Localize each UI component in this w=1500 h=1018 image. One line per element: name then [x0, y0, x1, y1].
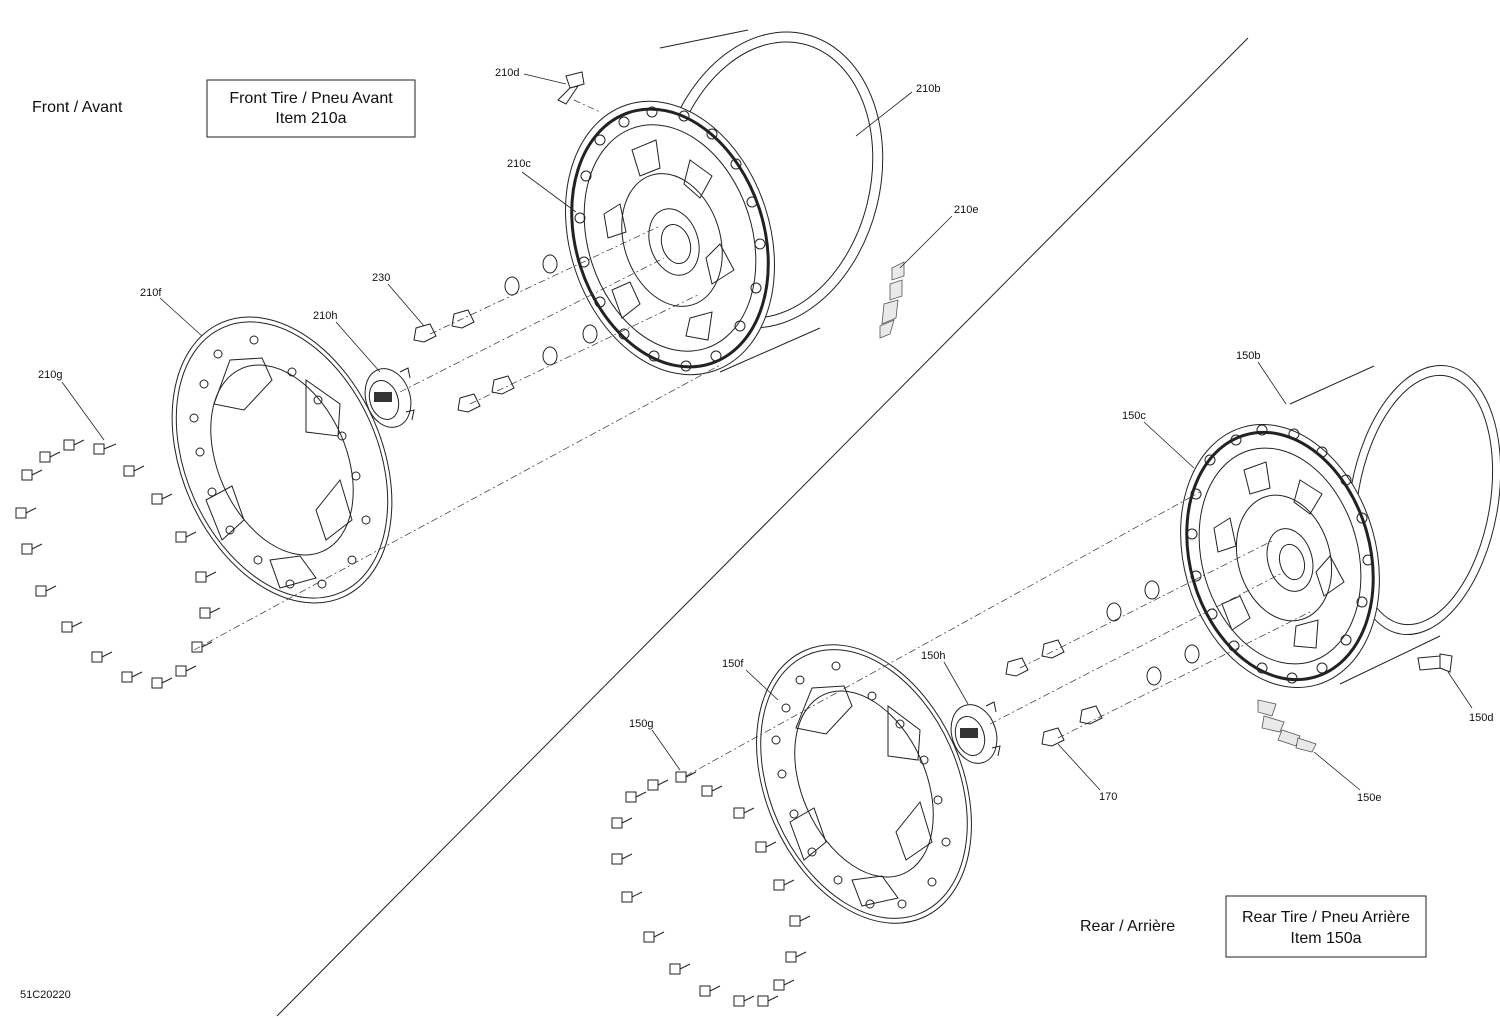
callout-210g-text: 210g: [38, 369, 62, 381]
rear-tire-box-line1: Rear Tire / Pneu Arrière: [1242, 909, 1410, 926]
section-divider-line: [276, 37, 1249, 1017]
callout-150g-text: 150g: [629, 718, 653, 730]
callout-150c: 150c: [1122, 410, 1195, 469]
callout-210c: 210c: [507, 158, 577, 213]
callout-150h: 150h: [921, 650, 969, 705]
callout-210f: 210f: [140, 287, 203, 337]
rear-wheel-rim: [1180, 364, 1500, 688]
front-valve-stem: [557, 71, 585, 105]
front-ring-bolts: [15, 439, 221, 689]
callout-150e-text: 150e: [1357, 792, 1381, 804]
callout-210d: 210d: [495, 67, 567, 85]
rear-ring-bolt-holes: [771, 661, 951, 909]
front-center-cap: [364, 367, 415, 428]
front-assembly-lines: [193, 99, 723, 651]
callout-150h-text: 150h: [921, 650, 945, 662]
rear-rim-spoke-windows: [1213, 461, 1345, 649]
front-rim-spoke-windows: [603, 139, 735, 341]
rear-assembly-lines: [685, 491, 1311, 777]
callout-210c-text: 210c: [507, 158, 531, 170]
callout-150f: 150f: [722, 658, 779, 701]
front-ring-bolt-holes: [189, 335, 371, 589]
callout-210d-text: 210d: [495, 67, 519, 79]
front-section-label: Front / Avant: [32, 99, 123, 116]
callout-170-text: 170: [1099, 791, 1117, 803]
callout-210h-text: 210h: [313, 310, 337, 322]
front-beadlock-ring: [171, 316, 393, 604]
callout-210g: 210g: [38, 369, 105, 441]
callout-150d-text: 150d: [1469, 712, 1493, 724]
callout-210b-text: 210b: [916, 83, 940, 95]
front-tire-box-line1: Front Tire / Pneu Avant: [229, 90, 393, 107]
rear-rim-bolt-holes: [1186, 424, 1374, 684]
callout-150e: 150e: [1313, 751, 1381, 804]
rear-ring-bolts: [611, 771, 811, 1007]
callout-150b-text: 150b: [1236, 350, 1260, 362]
front-tire-box-line2: Item 210a: [275, 110, 346, 127]
callout-210e: 210e: [899, 204, 978, 269]
callout-210h: 210h: [313, 310, 381, 373]
rear-center-cap: [950, 701, 1001, 764]
callout-150f-text: 150f: [722, 658, 744, 670]
rear-tire-box-line2: Item 150a: [1290, 930, 1361, 947]
front-rim-bolt-holes: [574, 106, 766, 372]
drawing-number: 51C20220: [20, 989, 71, 1001]
callout-150g: 150g: [629, 718, 681, 771]
front-lug-nuts: [413, 254, 598, 413]
callout-210e-text: 210e: [954, 204, 978, 216]
rear-beadlock-ring: [756, 644, 972, 924]
rear-section-label: Rear / Arrière: [1080, 918, 1175, 935]
front-wheel-weight: [879, 261, 905, 339]
callout-210b: 210b: [855, 83, 940, 137]
callout-150b: 150b: [1236, 350, 1287, 405]
rear-valve-stem: [1417, 653, 1453, 673]
callout-210f-text: 210f: [140, 287, 162, 299]
callout-230-text: 230: [372, 272, 390, 284]
callout-170: 170: [1057, 743, 1117, 803]
callout-230: 230: [372, 272, 425, 327]
rear-wheel-weight: [1257, 699, 1317, 753]
callout-150d: 150d: [1447, 671, 1493, 724]
front-tire-box: Front Tire / Pneu Avant Item 210a: [206, 79, 416, 138]
rear-lug-nuts: [1005, 580, 1200, 747]
callout-150c-text: 150c: [1122, 410, 1146, 422]
rear-tire-box: Rear Tire / Pneu Arrière Item 150a: [1225, 895, 1427, 958]
